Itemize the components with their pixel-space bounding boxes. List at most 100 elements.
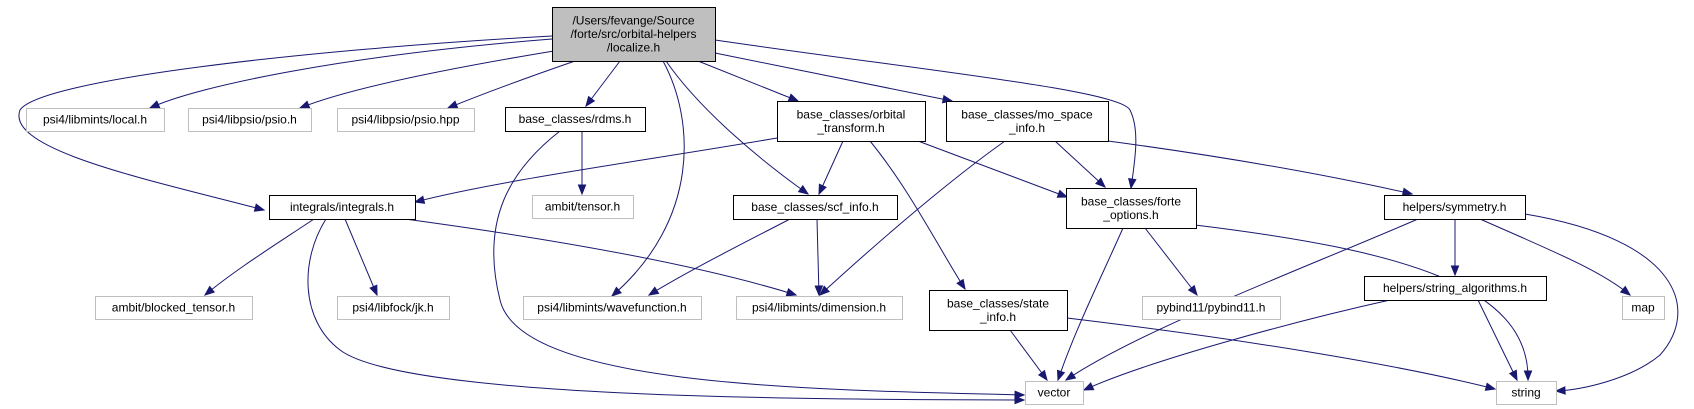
edge-line — [714, 52, 953, 102]
edge-integrals-to-vector — [307, 218, 1026, 405]
edge-arrowhead-icon — [1014, 390, 1026, 400]
edge-arrowhead-icon — [1187, 284, 1198, 297]
node-box — [269, 195, 416, 220]
node-label-line: _transform.h — [816, 121, 884, 135]
edge-line — [149, 38, 553, 109]
node-map: map — [1622, 296, 1665, 320]
edge-arrowhead-icon — [1401, 187, 1414, 197]
node-label-line: base_classes/rdms.h — [519, 112, 632, 126]
node-label-line: _info.h — [979, 310, 1016, 324]
edge-arrowhead-icon — [1064, 371, 1077, 381]
node-box — [1496, 381, 1557, 405]
edge-orbital_transform-to-forte_options — [917, 140, 1069, 198]
node-label-line: vector — [1038, 386, 1071, 400]
edge-orbital_transform-to-integrals — [413, 137, 778, 204]
node-string-algorithms[interactable]: helpers/string_algorithms.h — [1364, 276, 1547, 301]
edge-line — [665, 60, 809, 195]
node-localize: /Users/fevange/Source/forte/src/orbital-… — [552, 7, 716, 62]
node-box — [532, 195, 634, 219]
node-box — [777, 101, 926, 142]
node-psio-hpp: psi4/libpsio/psio.hpp — [337, 108, 475, 132]
edge-arrowhead-icon — [585, 95, 596, 108]
edge-orbital_transform-to-state_info — [869, 140, 966, 291]
edge-line — [307, 218, 1025, 401]
node-label-line: _info.h — [1008, 121, 1045, 135]
edge-scf_info-to-wavefunction — [647, 218, 791, 296]
edge-mo_space-to-forte_options — [1054, 140, 1106, 188]
edge-line — [1479, 218, 1631, 296]
edge-symmetry-to-map — [1479, 218, 1632, 296]
edge-arrowhead-icon — [647, 286, 660, 296]
node-box — [1384, 195, 1526, 220]
node-symmetry[interactable]: helpers/symmetry.h — [1384, 195, 1526, 220]
edge-arrowhead-icon — [1484, 382, 1497, 391]
node-box — [337, 108, 475, 132]
edge-arrowhead-icon — [1554, 386, 1566, 395]
node-forte-options[interactable]: base_classes/forte_options.h — [1066, 188, 1197, 229]
edge-line — [1144, 227, 1198, 296]
edge-arrowhead-icon — [1056, 189, 1069, 198]
edge-arrowhead-icon — [577, 184, 587, 196]
nodes-layer: /Users/fevange/Source/forte/src/orbital-… — [26, 7, 1665, 405]
edge-arrowhead-icon — [797, 184, 810, 195]
edge-line — [611, 60, 685, 297]
node-blocked-tensor: ambit/blocked_tensor.h — [95, 296, 253, 320]
node-dimension: psi4/libmints/dimension.h — [736, 296, 903, 320]
node-box — [1025, 381, 1084, 405]
node-box — [1142, 296, 1281, 320]
edge-string_algorithms-to-string — [1477, 299, 1518, 382]
edge-arrowhead-icon — [1128, 178, 1137, 190]
node-orbital-transform[interactable]: base_classes/orbital_transform.h — [777, 101, 926, 142]
edge-arrowhead-icon — [1523, 370, 1533, 382]
edge-line — [447, 60, 576, 109]
node-psio-h: psi4/libpsio/psio.h — [188, 108, 312, 132]
edge-arrowhead-icon — [1095, 177, 1106, 188]
node-box — [1622, 296, 1665, 320]
node-jk: psi4/libfock/jk.h — [337, 296, 450, 320]
edge-arrowhead-icon — [814, 285, 824, 297]
node-string: string — [1496, 381, 1557, 405]
node-integrals[interactable]: integrals/integrals.h — [269, 195, 416, 220]
node-label-line: _options.h — [1102, 208, 1158, 222]
edge-line — [648, 218, 791, 296]
edge-state_info-to-string — [1066, 317, 1497, 391]
node-box — [736, 296, 903, 320]
edge-line — [1057, 227, 1124, 381]
edge-line — [1107, 140, 1413, 195]
node-mo-space[interactable]: base_classes/mo_space_info.h — [946, 101, 1109, 142]
edge-forte_options-to-vector — [1056, 227, 1124, 382]
edge-rdms-to-tensor — [577, 131, 587, 196]
edge-arrowhead-icon — [1037, 369, 1048, 382]
edge-line — [917, 140, 1068, 198]
node-label-line: psi4/libmints/dimension.h — [752, 301, 886, 315]
edge-localize-to-wavefunction — [610, 60, 685, 297]
node-label-line: string — [1511, 386, 1540, 400]
edge-line — [818, 140, 844, 195]
node-wavefunction: psi4/libmints/wavefunction.h — [523, 296, 702, 320]
edge-line — [816, 218, 820, 296]
node-state-info[interactable]: base_classes/state_info.h — [929, 290, 1068, 331]
node-label-line: psi4/libpsio/psio.hpp — [351, 113, 459, 127]
edge-localize-to-rdms — [585, 60, 621, 108]
edge-localize-to-integrals — [18, 35, 553, 212]
node-label-line: /forte/src/orbital-helpers — [570, 27, 696, 41]
edge-localize-to-forte_options — [714, 39, 1137, 190]
edge-arrowhead-icon — [446, 100, 459, 109]
node-box — [946, 101, 1109, 142]
node-box — [929, 290, 1068, 331]
node-box — [733, 195, 898, 220]
node-label-line: /Users/fevange/Source — [572, 14, 694, 28]
node-box — [552, 7, 716, 62]
edges-layer — [18, 35, 1679, 405]
node-label-line: psi4/libmints/wavefunction.h — [537, 301, 686, 315]
node-pybind11: pybind11/pybind11.h — [1142, 296, 1281, 320]
node-label-line: base_classes/scf_info.h — [751, 200, 878, 214]
node-scf-info[interactable]: base_classes/scf_info.h — [733, 195, 898, 220]
edge-orbital_transform-to-scf_info — [818, 140, 844, 196]
node-box — [523, 296, 702, 320]
node-rdms[interactable]: base_classes/rdms.h — [505, 107, 646, 132]
node-box — [337, 296, 450, 320]
node-box — [1364, 276, 1547, 301]
edge-scf_info-to-dimension — [814, 218, 824, 297]
